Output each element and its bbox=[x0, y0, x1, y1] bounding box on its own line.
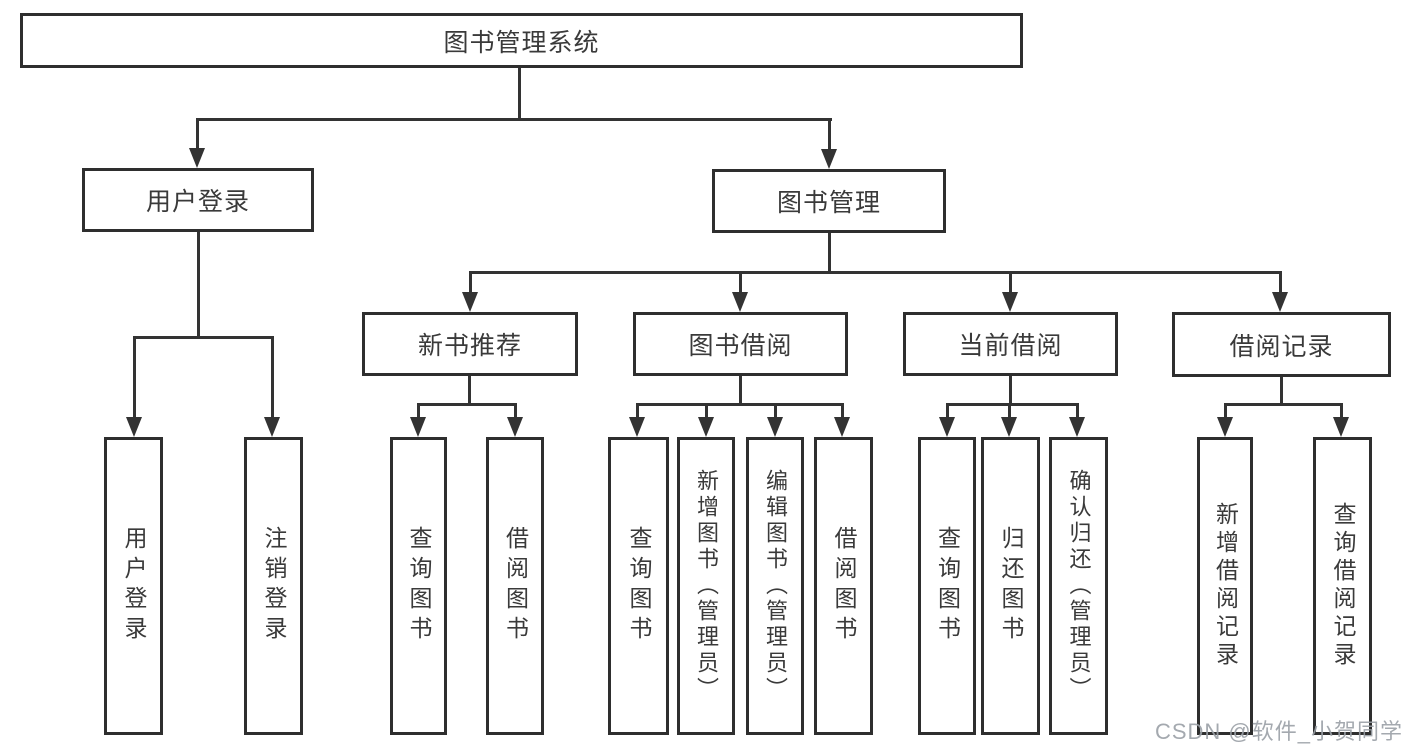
connector-line bbox=[1008, 403, 1011, 421]
node-label: 图书管理 bbox=[776, 189, 881, 217]
connector-line bbox=[469, 271, 472, 296]
connector-line bbox=[739, 376, 742, 405]
arrow-down-icon bbox=[1002, 292, 1018, 312]
node-book-management: 图书管理 bbox=[712, 169, 946, 233]
arrow-down-icon bbox=[821, 149, 837, 169]
csdn-watermark: CSDN @软件_小贺同学 bbox=[1154, 719, 1403, 744]
leaf-logout: 注销登录 bbox=[244, 437, 303, 735]
connector-line bbox=[1224, 403, 1343, 406]
arrow-down-icon bbox=[698, 417, 714, 437]
arrow-down-icon bbox=[1272, 292, 1288, 312]
connector-line bbox=[417, 403, 420, 421]
connector-line bbox=[739, 271, 742, 296]
connector-line bbox=[1280, 377, 1283, 405]
connector-line bbox=[636, 403, 844, 406]
connector-line bbox=[514, 403, 517, 421]
connector-line bbox=[518, 68, 521, 120]
arrow-down-icon bbox=[410, 417, 426, 437]
connector-line bbox=[946, 403, 949, 421]
arrow-down-icon bbox=[1217, 417, 1233, 437]
connector-line bbox=[1340, 403, 1343, 421]
leaf-label: 查询图书 bbox=[934, 526, 961, 646]
connector-line bbox=[636, 403, 639, 421]
leaf-label: 新增图书（管理员） bbox=[694, 469, 719, 703]
node-new-book-recommend: 新书推荐 bbox=[362, 312, 578, 376]
leaf-label: 查询图书 bbox=[626, 526, 652, 646]
node-book-borrow: 图书借阅 bbox=[633, 312, 848, 376]
connector-line bbox=[197, 232, 200, 338]
node-user-login: 用户登录 bbox=[82, 168, 314, 232]
leaf-query-borrow-record: 查询借阅记录 bbox=[1313, 437, 1372, 735]
connector-line bbox=[1009, 271, 1012, 296]
connector-line bbox=[196, 118, 199, 152]
leaf-confirm-return-admin: 确认归还（管理员） bbox=[1049, 437, 1108, 735]
leaf-label: 归还图书 bbox=[998, 526, 1024, 646]
connector-line bbox=[271, 336, 274, 421]
node-current-borrow: 当前借阅 bbox=[903, 312, 1118, 376]
leaf-label: 注销登录 bbox=[261, 526, 287, 646]
node-label: 新书推荐 bbox=[417, 332, 522, 360]
arrow-down-icon bbox=[1069, 417, 1085, 437]
connector-line bbox=[828, 118, 831, 152]
connector-line bbox=[133, 336, 136, 421]
connector-line bbox=[196, 118, 832, 121]
arrow-down-icon bbox=[462, 292, 478, 312]
leaf-label: 新增借阅记录 bbox=[1212, 502, 1239, 670]
leaf-label: 借阅图书 bbox=[831, 526, 857, 646]
arrow-down-icon bbox=[189, 148, 205, 168]
connector-line bbox=[705, 403, 708, 421]
leaf-label: 查询借阅记录 bbox=[1330, 502, 1356, 670]
leaf-borrow-books-recommend: 借阅图书 bbox=[486, 437, 544, 735]
leaf-label: 借阅图书 bbox=[502, 526, 529, 646]
leaf-label: 用户登录 bbox=[121, 526, 147, 646]
connector-line bbox=[828, 233, 831, 274]
node-label: 借阅记录 bbox=[1229, 332, 1334, 361]
arrow-down-icon bbox=[1333, 417, 1349, 437]
arrow-down-icon bbox=[1001, 417, 1017, 437]
node-label: 用户登录 bbox=[145, 188, 250, 216]
arrow-down-icon bbox=[629, 417, 645, 437]
connector-line bbox=[417, 403, 517, 406]
connector-line bbox=[841, 403, 844, 421]
arrow-down-icon bbox=[126, 417, 142, 437]
leaf-label: 查询图书 bbox=[406, 526, 432, 646]
connector-line bbox=[1279, 271, 1282, 296]
connector-line bbox=[1076, 403, 1079, 421]
connector-line bbox=[946, 403, 1079, 406]
leaf-query-books-current: 查询图书 bbox=[918, 437, 976, 735]
arrow-down-icon bbox=[834, 417, 850, 437]
connector-line bbox=[133, 336, 273, 339]
leaf-edit-books-admin: 编辑图书（管理员） bbox=[746, 437, 804, 735]
connector-line bbox=[1009, 376, 1012, 405]
arrow-down-icon bbox=[767, 417, 783, 437]
leaf-user-login: 用户登录 bbox=[104, 437, 163, 735]
leaf-add-books-admin: 新增图书（管理员） bbox=[677, 437, 735, 735]
leaf-add-borrow-record: 新增借阅记录 bbox=[1197, 437, 1253, 735]
node-label: 当前借阅 bbox=[958, 332, 1063, 360]
node-library-management-system: 图书管理系统 bbox=[20, 13, 1023, 68]
arrow-down-icon bbox=[507, 417, 523, 437]
connector-line bbox=[469, 271, 1282, 274]
arrow-down-icon bbox=[939, 417, 955, 437]
leaf-label: 确认归还（管理员） bbox=[1066, 469, 1092, 703]
connector-line bbox=[1224, 403, 1227, 421]
leaf-return-books: 归还图书 bbox=[981, 437, 1040, 735]
leaf-query-books-borrow: 查询图书 bbox=[608, 437, 669, 735]
arrow-down-icon bbox=[732, 292, 748, 312]
leaf-query-books-recommend: 查询图书 bbox=[390, 437, 447, 735]
leaf-label: 编辑图书（管理员） bbox=[763, 469, 788, 703]
node-label: 图书借阅 bbox=[688, 332, 793, 360]
connector-line bbox=[774, 403, 777, 421]
connector-line bbox=[468, 376, 471, 405]
node-borrow-records: 借阅记录 bbox=[1172, 312, 1391, 377]
leaf-borrow-books: 借阅图书 bbox=[814, 437, 873, 735]
node-label: 图书管理系统 bbox=[443, 28, 600, 57]
arrow-down-icon bbox=[264, 417, 280, 437]
